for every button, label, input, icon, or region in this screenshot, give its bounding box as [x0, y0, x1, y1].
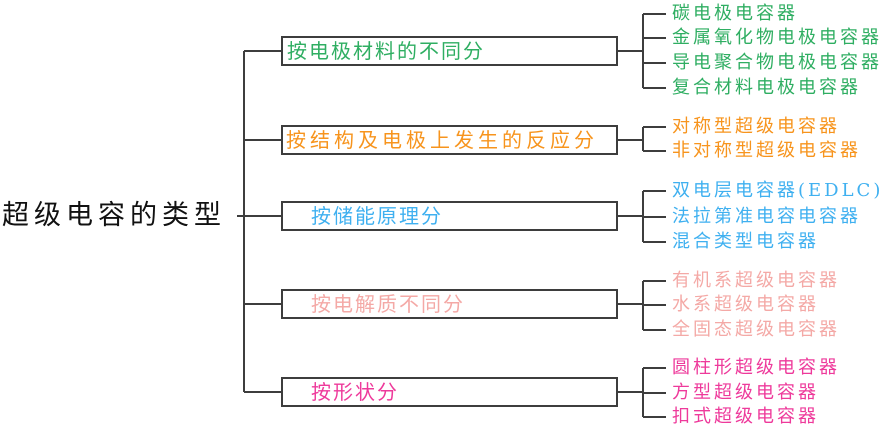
- leaf-item: 双电层电容器(EDLC): [672, 180, 884, 201]
- leaf-item: 法拉第准电容电容器: [672, 206, 861, 227]
- leaf-item: 圆柱形超级电容器: [672, 357, 840, 378]
- branch-box-by-electrode-material: 按电极材料的不同分: [281, 36, 618, 66]
- leaf-item: 复合材料电极电容器: [672, 77, 861, 98]
- branch-box-by-structure-reaction: 按结构及电极上发生的反应分: [281, 125, 618, 155]
- branch-box-by-electrolyte: 按电解质不同分: [281, 289, 618, 319]
- leaf-item: 导电聚合物电极电容器: [672, 52, 882, 73]
- leaf-item: 混合类型电容器: [672, 231, 819, 252]
- leaf-item: 扣式超级电容器: [672, 406, 819, 427]
- branch-box-by-shape: 按形状分: [281, 377, 618, 407]
- branch-box-by-storage-principle: 按储能原理分: [281, 201, 618, 231]
- leaf-item: 对称型超级电容器: [672, 116, 840, 137]
- leaf-item: 方型超级电容器: [672, 382, 819, 403]
- leaf-item: 金属氧化物电极电容器: [672, 27, 882, 48]
- leaf-item: 碳电极电容器: [672, 3, 798, 24]
- leaf-item: 有机系超级电容器: [672, 270, 840, 291]
- leaf-item: 水系超级电容器: [672, 294, 819, 315]
- leaf-item: 全固态超级电容器: [672, 319, 840, 340]
- leaf-item: 非对称型超级电容器: [672, 140, 861, 161]
- diagram-root-title: 超级电容的类型: [2, 200, 226, 231]
